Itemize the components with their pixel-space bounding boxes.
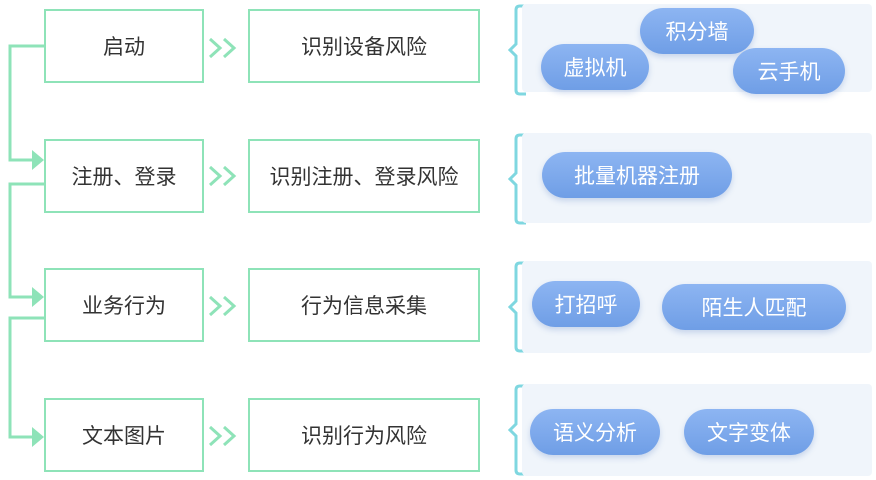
tag-pill: 积分墙 — [640, 8, 754, 54]
connector-1-2 — [8, 44, 44, 162]
connector-3-4 — [8, 316, 44, 439]
risk-box-4: 识别行为风险 — [248, 398, 480, 472]
stage-box-4: 文本图片 — [44, 398, 204, 472]
stage-label: 文本图片 — [82, 424, 166, 448]
tag-label: 云手机 — [757, 60, 821, 84]
tag-label: 虚拟机 — [563, 56, 627, 80]
tag-pill: 批量机器注册 — [542, 152, 732, 198]
tag-pill: 陌生人匹配 — [662, 284, 846, 330]
connector-arrowhead — [32, 150, 44, 170]
double-chevron-icon — [208, 425, 237, 447]
risk-box-3: 行为信息采集 — [248, 268, 480, 342]
tag-label: 积分墙 — [665, 20, 729, 44]
tag-pill: 云手机 — [733, 48, 845, 94]
stage-box-1: 启动 — [44, 9, 204, 83]
tag-label: 打招呼 — [554, 293, 618, 317]
tag-pill: 语义分析 — [530, 409, 660, 455]
double-chevron-icon — [208, 165, 237, 187]
brace-icon — [508, 4, 526, 96]
brace-icon — [508, 261, 526, 353]
stage-label: 注册、登录 — [71, 165, 177, 189]
stage-box-2: 注册、登录 — [44, 139, 204, 213]
tag-label: 批量机器注册 — [574, 164, 700, 188]
risk-label: 识别行为风险 — [301, 424, 427, 448]
risk-label: 行为信息采集 — [301, 294, 427, 318]
tag-pill: 虚拟机 — [541, 44, 649, 90]
stage-box-3: 业务行为 — [44, 268, 204, 342]
risk-box-1: 识别设备风险 — [248, 9, 480, 83]
risk-label: 识别设备风险 — [301, 35, 427, 59]
risk-label: 识别注册、登录风险 — [269, 165, 459, 189]
tag-label: 文字变体 — [707, 421, 791, 445]
stage-label: 启动 — [103, 35, 145, 59]
double-chevron-icon — [208, 295, 237, 317]
tag-label: 语义分析 — [553, 421, 637, 445]
stage-label: 业务行为 — [82, 294, 166, 318]
double-chevron-icon — [208, 37, 237, 59]
risk-box-2: 识别注册、登录风险 — [248, 139, 480, 213]
tag-pill: 文字变体 — [684, 409, 814, 455]
brace-icon — [508, 133, 526, 225]
connector-arrowhead — [32, 287, 44, 307]
connector-2-3 — [8, 182, 44, 299]
connector-arrowhead — [32, 427, 44, 447]
brace-icon — [508, 384, 526, 476]
tag-label: 陌生人匹配 — [701, 296, 807, 320]
tag-pill: 打招呼 — [532, 281, 640, 327]
